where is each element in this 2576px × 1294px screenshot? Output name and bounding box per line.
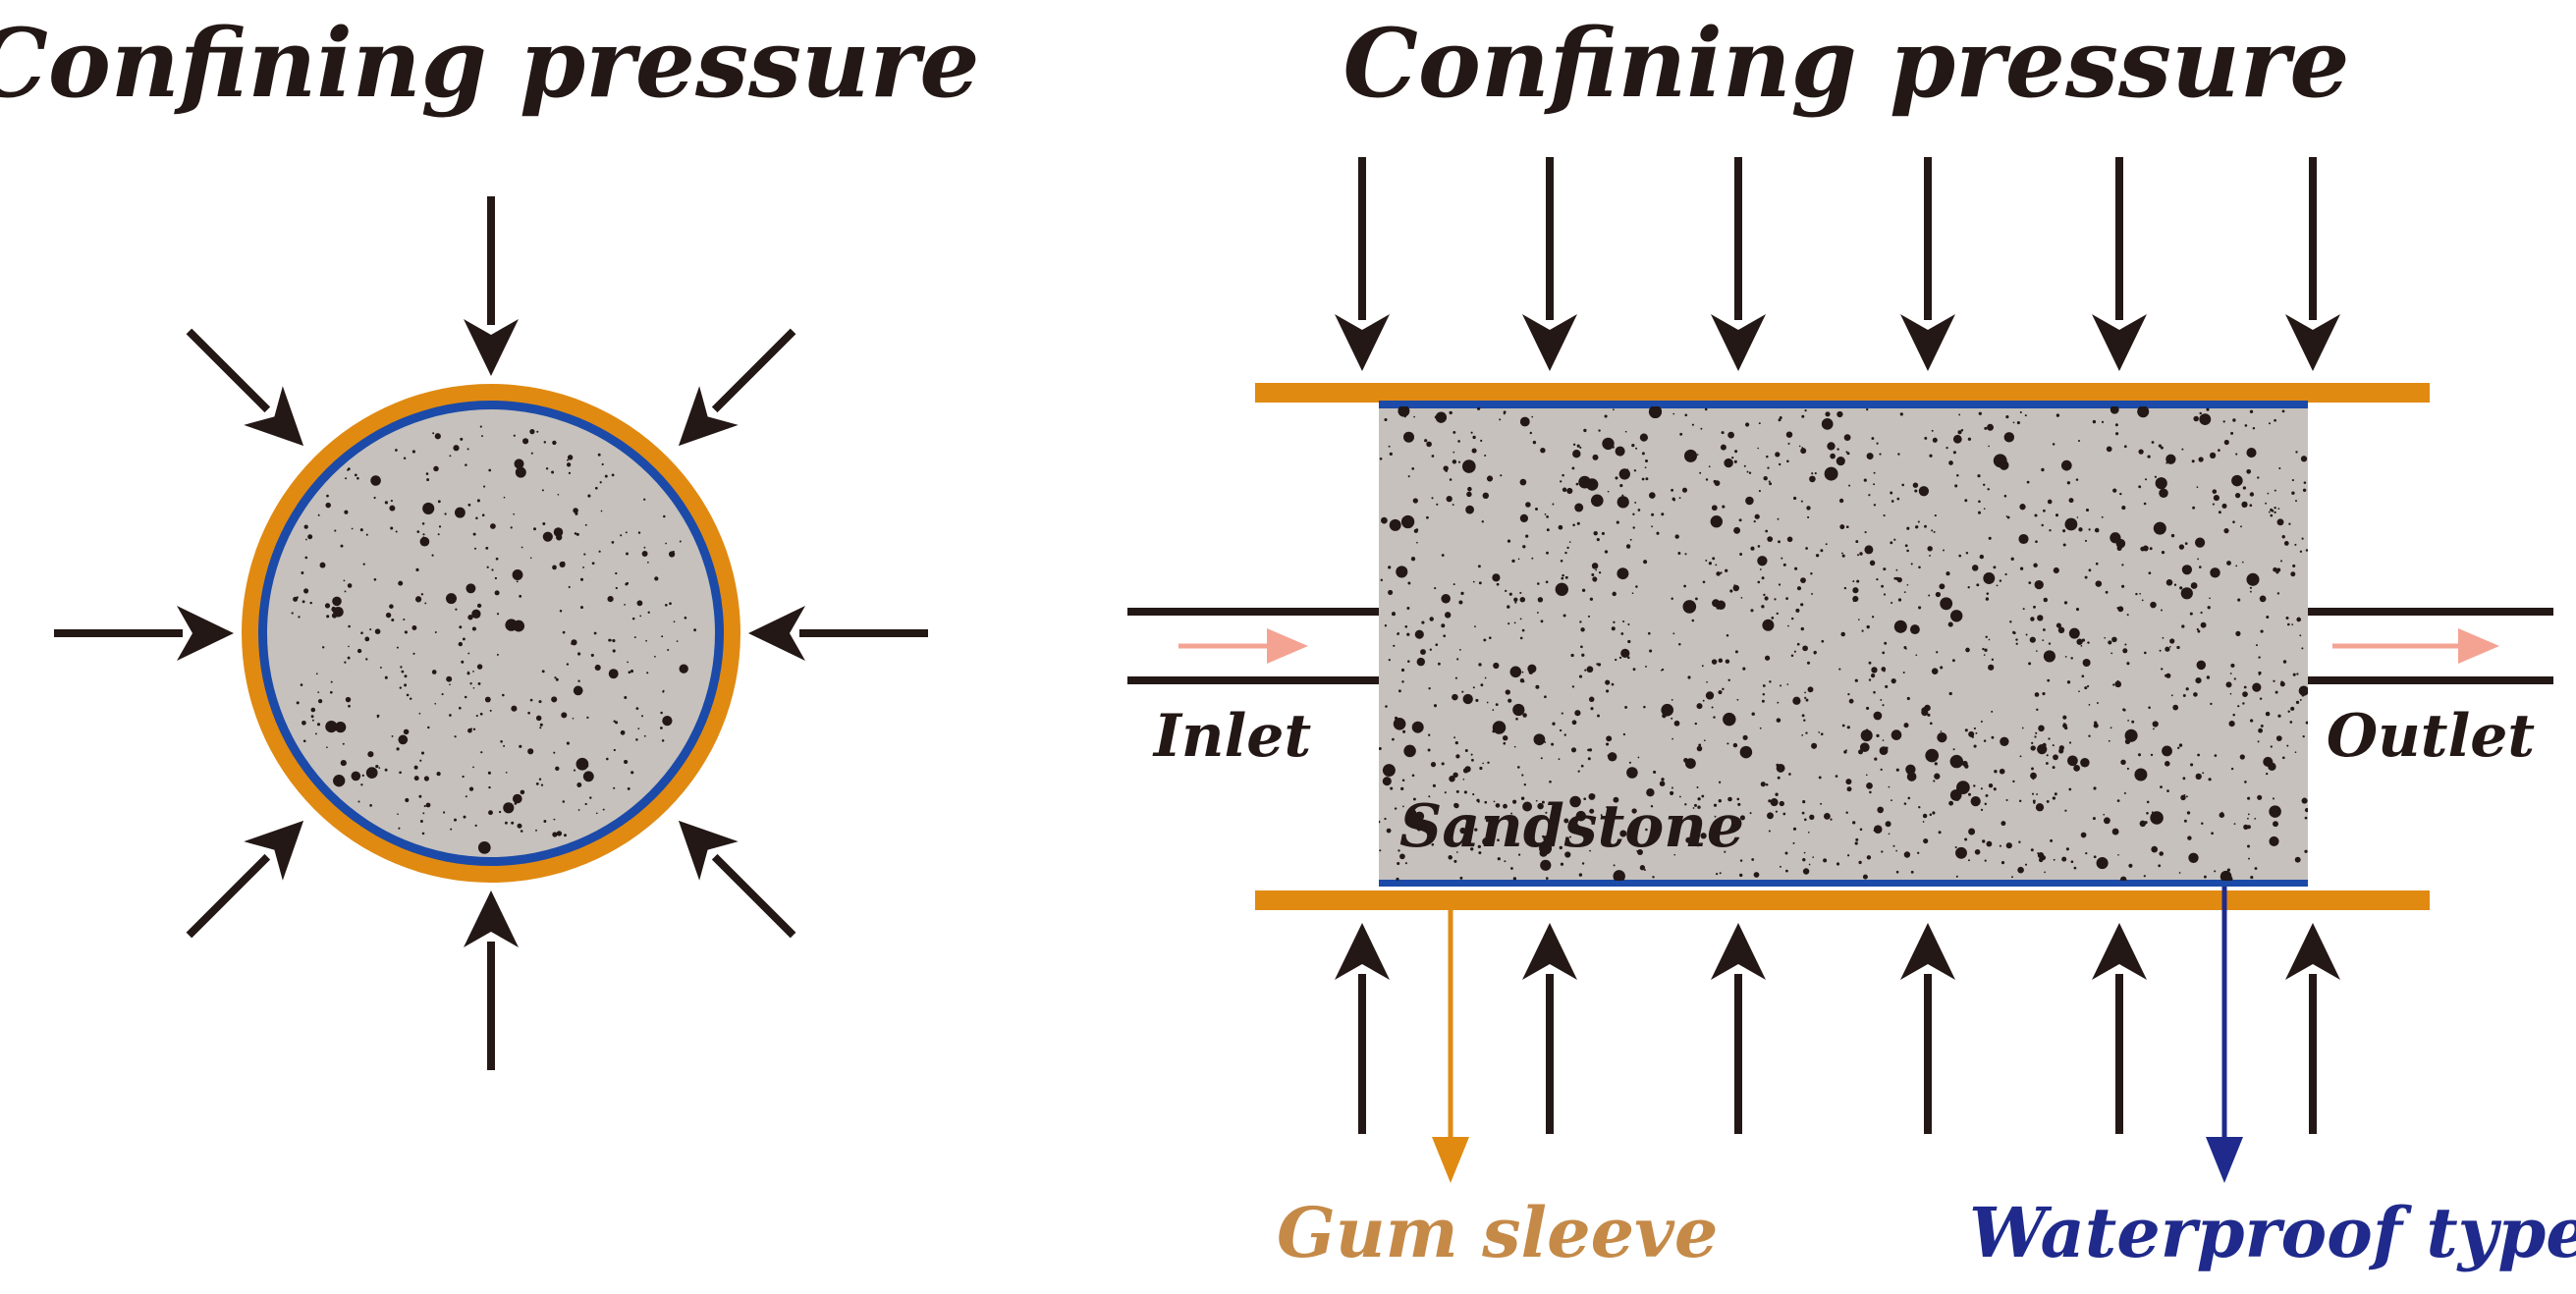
top-pressure-arrows — [1335, 157, 2340, 371]
outlet-label: Outlet — [2327, 702, 2536, 771]
top-arrow-5 — [2092, 157, 2147, 371]
inlet-flow-arrow — [1178, 628, 1308, 664]
bottom-arrow-5 — [2092, 923, 2147, 1134]
outlet-flow-arrow — [2332, 628, 2499, 664]
bottom-arrow-6 — [2285, 923, 2340, 1134]
pressure-arrow-2 — [678, 328, 796, 447]
bottom-arrow-3 — [1711, 923, 1766, 1134]
top-arrow-6 — [2285, 157, 2340, 371]
pressure-arrow-3 — [748, 606, 928, 661]
waterproof-bottom — [1379, 879, 2308, 887]
cross-section-view: Confining pressure — [0, 8, 979, 1070]
radial-pressure-arrows — [54, 196, 928, 1070]
pressure-arrow-4 — [678, 820, 796, 939]
bottom-pressure-arrows — [1335, 923, 2340, 1134]
waterproof-top — [1379, 401, 2308, 408]
pressure-arrow-8 — [186, 328, 304, 447]
left-title: Confining pressure — [0, 8, 979, 119]
top-arrow-2 — [1522, 157, 1577, 371]
gum-sleeve-top — [1255, 383, 2430, 403]
bottom-arrow-2 — [1522, 923, 1577, 1134]
pressure-arrow-5 — [464, 890, 519, 1070]
sandstone-cross-section — [267, 409, 715, 857]
top-arrow-3 — [1711, 157, 1766, 371]
bottom-arrow-4 — [1900, 923, 1955, 1134]
top-arrow-1 — [1335, 157, 1390, 371]
gum-sleeve-bottom — [1255, 890, 2430, 910]
inlet-pipe: Inlet — [1127, 608, 1379, 771]
pore-speckles-rect — [1379, 406, 2308, 881]
bottom-arrow-1 — [1335, 923, 1390, 1134]
gum-sleeve-label: Gum sleeve — [1277, 1192, 1718, 1273]
inlet-label: Inlet — [1152, 702, 1312, 771]
outlet-pipe: Outlet — [2308, 608, 2553, 771]
pressure-arrow-6 — [186, 820, 304, 939]
gum-sleeve-leader — [1432, 910, 1469, 1183]
sandstone-sample — [1379, 408, 2308, 880]
sandstone-label: Sandstone — [1399, 792, 1744, 861]
pressure-arrow-7 — [54, 606, 234, 661]
longitudinal-view: Confining pressure Inlet — [1127, 8, 2576, 1273]
waterproof-label: Waterproof type — [1969, 1192, 2576, 1273]
right-title: Confining pressure — [1343, 8, 2350, 119]
pore-speckles-circle — [291, 425, 696, 854]
pressure-arrow-1 — [464, 196, 519, 376]
waterproof-leader — [2206, 887, 2243, 1183]
top-arrow-4 — [1900, 157, 1955, 371]
